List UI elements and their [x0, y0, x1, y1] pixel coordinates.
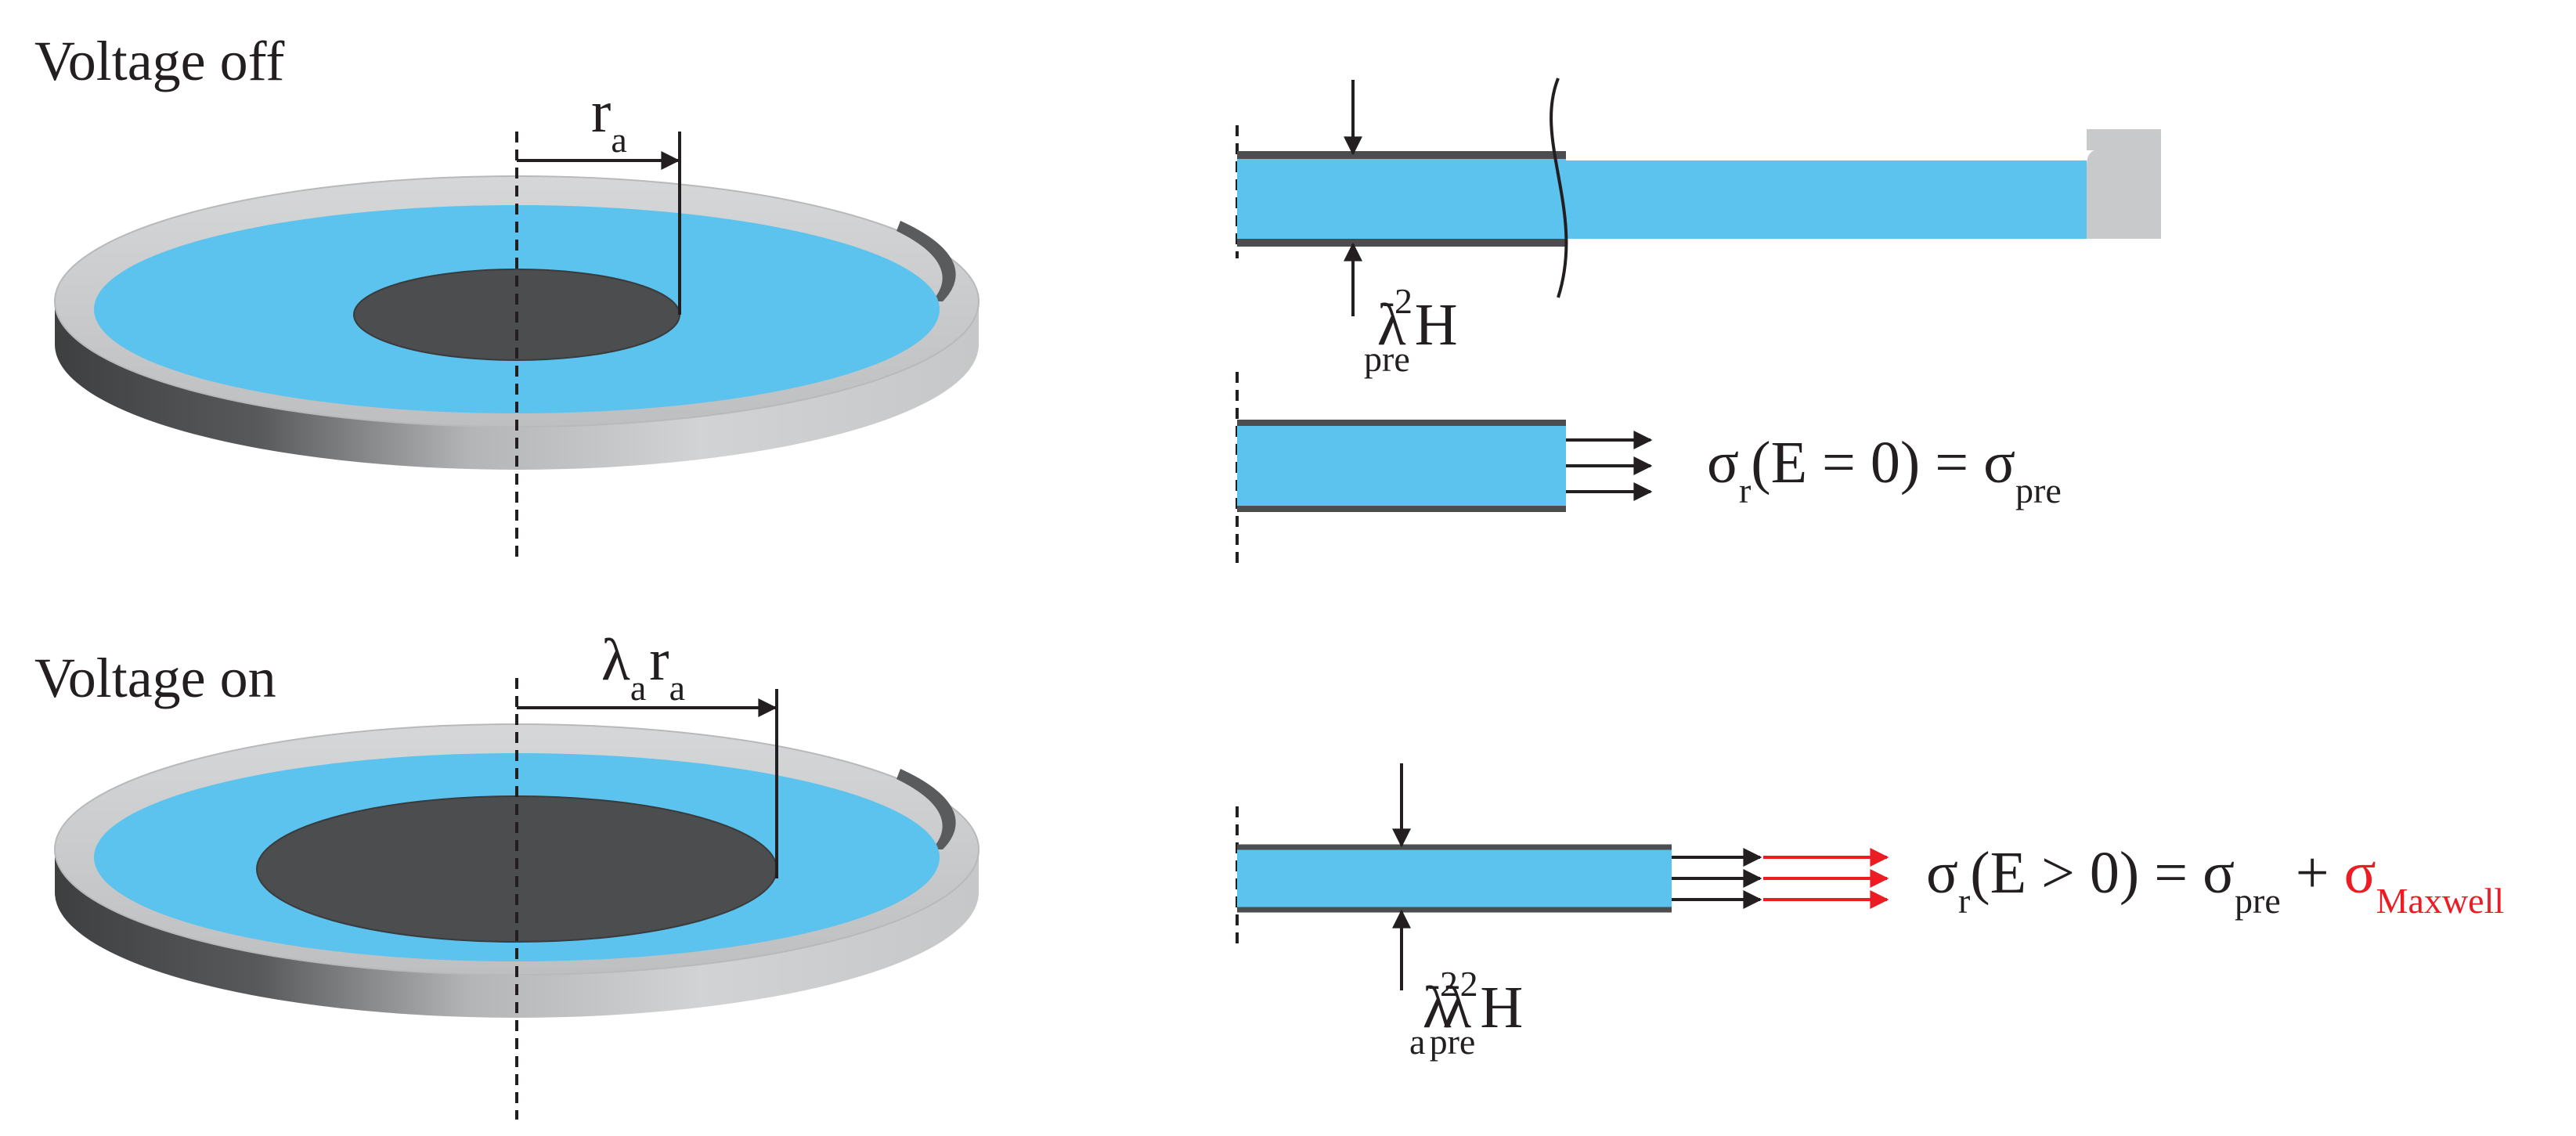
- cross-section-prestretch: [1236, 78, 2161, 316]
- radius-label-off: ra: [591, 79, 627, 160]
- radius-subscript: a: [611, 120, 626, 160]
- ring-side-wall: [55, 301, 979, 470]
- lambda-superscript: -2: [1448, 964, 1477, 1004]
- title-voltage-on: Voltage on: [34, 647, 276, 709]
- sigma-subscript-pre: pre: [2235, 881, 2281, 921]
- radius-label-on: λara: [601, 627, 685, 708]
- lambda-symbol: λ: [1442, 975, 1471, 1040]
- title-voltage-off: Voltage off: [34, 30, 284, 92]
- membrane-section: [1237, 847, 1672, 910]
- frame-block: [2087, 129, 2161, 239]
- maxwell-sigma-symbol: σ: [2344, 840, 2376, 906]
- ring-inner-shadow: [897, 769, 956, 849]
- membrane-extension: [1562, 160, 2087, 239]
- membrane-section: [1237, 423, 1566, 509]
- disk-voltage-on: [54, 678, 980, 1120]
- lambda-superscript: -2: [1383, 281, 1412, 321]
- ring-inner-shadow: [897, 221, 956, 301]
- radius-subscript: a: [669, 668, 685, 708]
- cross-section-voltage-on: [1236, 763, 1889, 990]
- sigma-symbol: σ: [1707, 430, 1739, 496]
- lambda-superscript: -2: [1428, 964, 1458, 1004]
- equation-voltage-off: σr(E = 0) = σpre: [1707, 430, 2062, 510]
- radius-symbol: r: [591, 79, 611, 145]
- plus-sign: +: [2281, 840, 2344, 906]
- sigma-subscript-r: r: [1739, 471, 1751, 510]
- lambda-subscript: a: [1409, 1022, 1425, 1062]
- lambda-symbol: λ: [1423, 975, 1452, 1040]
- radius-symbol: r: [649, 627, 669, 693]
- membrane-section: [1237, 155, 1566, 243]
- thickness-symbol: H: [1415, 292, 1458, 358]
- lambda-symbol: λ: [1377, 292, 1406, 358]
- prestretch-thickness-label: λ-2 preH: [1364, 281, 1458, 379]
- stretch-subscript: a: [630, 668, 646, 708]
- equation-voltage-on: σr(E > 0) = σpre + σMaxwell: [1926, 840, 2504, 921]
- equation-body: (E = 0) =: [1751, 430, 1983, 496]
- sigma-symbol: σ: [2203, 840, 2235, 906]
- equation-body: (E > 0) =: [1970, 840, 2203, 906]
- stretch-symbol: λ: [601, 627, 630, 693]
- sigma-symbol: σ: [1926, 840, 1958, 906]
- lambda-subscript: pre: [1430, 1022, 1476, 1062]
- break-line: [1550, 78, 1568, 298]
- sigma-subscript-r: r: [1958, 881, 1970, 921]
- maxwell-subscript: Maxwell: [2376, 881, 2505, 921]
- disk-voltage-off: [54, 132, 980, 564]
- sigma-symbol: σ: [1983, 430, 2015, 496]
- thickness-symbol: H: [1480, 975, 1523, 1040]
- sigma-subscript-pre: pre: [2015, 471, 2062, 510]
- cross-section-voltage-off: [1236, 372, 1653, 564]
- lambda-subscript: pre: [1364, 339, 1410, 379]
- ring-side-wall: [55, 849, 979, 1018]
